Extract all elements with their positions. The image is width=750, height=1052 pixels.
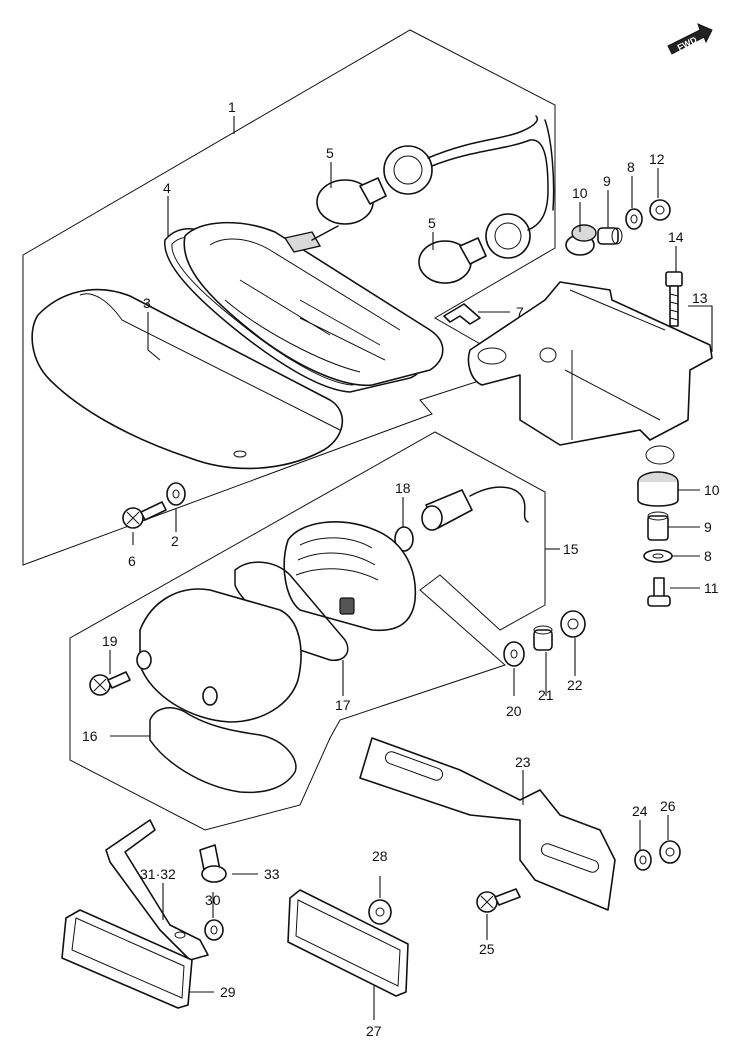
part-lens-16	[136, 588, 302, 723]
callout-2: 2	[171, 533, 179, 549]
part-bulb-5-upper	[316, 177, 387, 225]
part-bolt-33	[199, 844, 227, 883]
callout-7: 7	[516, 304, 524, 320]
part-grommet-10-upper	[565, 224, 597, 256]
callout-8-lower: 8	[704, 548, 712, 564]
part-washer-2	[166, 482, 186, 506]
part-reflector-29	[61, 909, 193, 1009]
callout-20: 20	[506, 703, 522, 719]
part-nut-30	[204, 919, 224, 941]
callout-8-upper: 8	[627, 159, 635, 175]
callout-11: 11	[704, 580, 719, 596]
callout-1: 1	[228, 99, 236, 115]
callout-31-32: 31·32	[140, 866, 176, 882]
callout-3: 3	[143, 295, 151, 311]
callout-labels: 1 5 5 4 3 6 2 7 10 9 8 12 14 13 10 9 8 1…	[82, 99, 720, 1039]
part-bolt-14	[665, 271, 683, 327]
callout-29: 29	[220, 984, 236, 1000]
part-bracket-23	[359, 737, 616, 911]
part-bracket-13	[467, 281, 713, 465]
part-collar-9-lower	[647, 511, 669, 541]
callout-14: 14	[668, 229, 684, 245]
part-lens-gasket-16	[149, 707, 297, 794]
part-bolt-11	[647, 577, 671, 607]
part-grommet-10-lower	[637, 471, 679, 507]
part-housing-1	[183, 221, 444, 387]
callout-10-lower: 10	[704, 482, 720, 498]
part-reflector-27	[287, 889, 409, 997]
part-collar-21	[533, 625, 553, 651]
part-nut-28	[368, 899, 392, 925]
part-screw-19	[89, 671, 131, 696]
callout-9-lower: 9	[704, 519, 712, 535]
part-socket-harness	[383, 115, 555, 259]
callout-30: 30	[205, 892, 221, 908]
callout-13: 13	[692, 290, 708, 306]
part-socket-wire-15	[421, 486, 529, 531]
callout-25: 25	[479, 941, 495, 957]
callout-19: 19	[102, 633, 118, 649]
part-nut-26	[659, 840, 681, 864]
leader-lines	[109, 116, 713, 1020]
part-screw-6	[122, 501, 167, 529]
part-bulb-18	[394, 526, 414, 552]
part-bulb-5-lower	[418, 237, 487, 284]
callout-6: 6	[128, 553, 136, 569]
callout-10-upper: 10	[572, 185, 588, 201]
fwd-arrow-icon: FWD	[667, 23, 713, 55]
callout-4: 4	[163, 180, 171, 196]
callout-21: 21	[538, 687, 554, 703]
part-collar-9-upper	[597, 227, 623, 245]
callout-33: 33	[264, 866, 280, 882]
callout-23: 23	[515, 754, 531, 770]
callout-5-upper: 5	[326, 145, 334, 161]
callout-27: 27	[366, 1023, 382, 1039]
callout-17: 17	[335, 697, 351, 713]
part-lens-3	[31, 288, 344, 470]
part-washer-20	[503, 641, 525, 667]
callout-18: 18	[395, 480, 411, 496]
callout-12: 12	[649, 151, 665, 167]
callout-9-upper: 9	[603, 173, 611, 189]
assembly-frame-15	[69, 431, 546, 831]
part-reflector-bracket-31-32	[105, 819, 209, 961]
callout-5-lower: 5	[428, 215, 436, 231]
part-nut-22	[560, 610, 586, 638]
callout-26: 26	[660, 798, 676, 814]
part-license-housing	[283, 521, 417, 632]
callout-22: 22	[567, 677, 583, 693]
part-nut-12	[649, 199, 671, 221]
part-washer-24	[634, 849, 652, 871]
part-washer-8-lower	[643, 549, 673, 563]
part-clip-7	[443, 303, 481, 325]
part-washer-8-upper	[625, 208, 643, 230]
callout-16: 16	[82, 728, 98, 744]
callout-28: 28	[372, 848, 388, 864]
callout-24: 24	[632, 803, 648, 819]
callout-15: 15	[563, 541, 579, 557]
part-screw-25	[476, 888, 521, 913]
